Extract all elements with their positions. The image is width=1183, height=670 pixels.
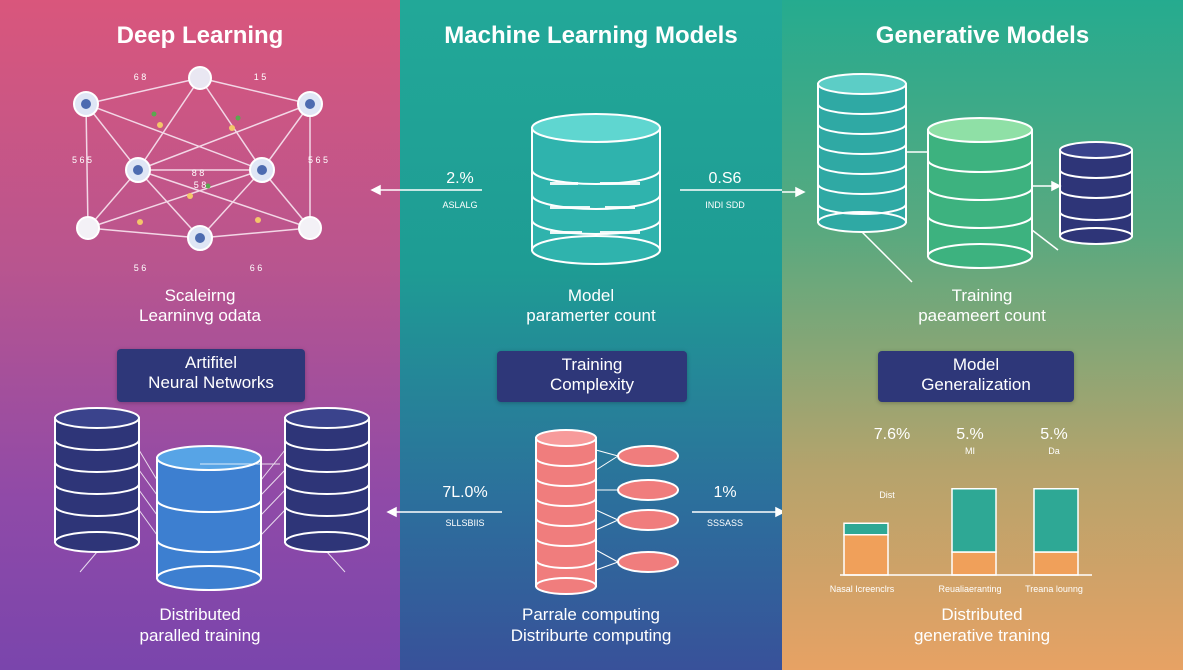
lower-left-metric-value: 7L.0% bbox=[442, 484, 488, 501]
generative-database-cluster bbox=[782, 73, 1133, 283]
category-label: Reualiaeranting bbox=[938, 584, 1001, 594]
node-label: 5 6 5 bbox=[307, 155, 329, 165]
node-label: 6 8 bbox=[133, 72, 147, 82]
machine-learning-panel: Machine Learning Models 2.% ASLALG bbox=[370, 0, 802, 670]
right-metric-label: INDI SDD bbox=[705, 200, 745, 210]
badge-line: Model bbox=[952, 355, 1000, 374]
database-green-icon bbox=[927, 117, 1033, 269]
node-label: 5 6 bbox=[133, 263, 147, 273]
node-label: 6 6 bbox=[249, 263, 263, 273]
panel-title: Deep Learning bbox=[116, 22, 284, 49]
caption-line: paeameert count bbox=[918, 306, 1046, 325]
database-teal-icon bbox=[817, 73, 907, 233]
node-label: 5 8 bbox=[193, 180, 207, 190]
caption-line: Distriburte computing bbox=[510, 626, 672, 645]
database-teal-icon bbox=[370, 113, 802, 265]
category-label: Nasal Icreenclrs bbox=[830, 584, 895, 594]
lower-right-metric-value: 1% bbox=[713, 484, 737, 501]
model-generalization-badge: Model Generalization bbox=[878, 351, 1074, 402]
node-label: 1 5 bbox=[253, 72, 267, 82]
left-metric-value: 2.% bbox=[446, 170, 474, 187]
database-center-icon bbox=[156, 445, 262, 591]
caption-line: Model bbox=[567, 286, 615, 305]
generative-models-panel: Generative Models bbox=[782, 0, 1183, 670]
bar-value-label: 7.6% bbox=[873, 426, 911, 443]
node-label: 5 6 5 bbox=[71, 155, 93, 165]
database-navy-icon bbox=[1059, 141, 1133, 245]
panel-title: Generative Models bbox=[875, 22, 1090, 49]
bar-segment bbox=[843, 522, 889, 536]
bar-chart: Nasal Icreenclrs Reualiaeranting Treana … bbox=[830, 488, 1092, 594]
caption-line: paramerter count bbox=[526, 306, 656, 325]
panel-title: Machine Learning Models bbox=[444, 22, 738, 49]
bar-segment bbox=[1033, 551, 1079, 576]
caption-line: generative traning bbox=[913, 626, 1051, 645]
badge-line: Complexity bbox=[549, 375, 635, 394]
artificial-neural-networks-badge: Artifitel Neural Networks bbox=[117, 349, 305, 402]
lower-left-metric-label: SLLSBIIS bbox=[445, 518, 485, 528]
bar-segment bbox=[951, 551, 997, 576]
right-metric-value: 0.S6 bbox=[708, 170, 742, 187]
category-label: Treana lounng bbox=[1025, 584, 1083, 594]
lower-right-metric-label: SSSASS bbox=[706, 518, 744, 528]
caption-line: Parrale computing bbox=[522, 605, 660, 624]
caption-line: Distributed bbox=[159, 605, 241, 624]
badge-line: Generalization bbox=[921, 375, 1031, 394]
bar-segment bbox=[1033, 488, 1079, 553]
database-right-icon bbox=[284, 407, 370, 553]
database-left-icon bbox=[54, 407, 140, 553]
neural-network-diagram bbox=[73, 66, 323, 251]
left-metric-label: ASLALG bbox=[442, 200, 478, 210]
bar-sub-label: Da bbox=[1048, 446, 1060, 456]
caption-line: paralled training bbox=[139, 626, 261, 645]
bar-segment bbox=[951, 488, 997, 553]
caption-line: Learninvg odata bbox=[139, 306, 261, 325]
deep-learning-panel: Deep Learning bbox=[0, 0, 400, 670]
bar-sub-label: MI bbox=[965, 446, 975, 456]
bar-segment bbox=[843, 534, 889, 576]
bar-sub-label: Dist bbox=[879, 490, 895, 500]
caption-line: Training bbox=[951, 286, 1013, 305]
caption-line: Scaleirng bbox=[164, 286, 236, 305]
database-cluster bbox=[54, 407, 370, 591]
training-complexity-badge: Training Complexity bbox=[497, 351, 687, 402]
bar-value-label: 5.% bbox=[956, 426, 984, 443]
caption-line: Distributed bbox=[941, 605, 1023, 624]
badge-line: Neural Networks bbox=[148, 373, 274, 392]
bar-value-label: 5.% bbox=[1040, 426, 1068, 443]
badge-line: Training bbox=[561, 355, 623, 374]
node-label: 8 8 bbox=[191, 168, 205, 178]
badge-line: Artifitel bbox=[185, 353, 237, 372]
parallel-computing-diagram bbox=[386, 429, 786, 595]
